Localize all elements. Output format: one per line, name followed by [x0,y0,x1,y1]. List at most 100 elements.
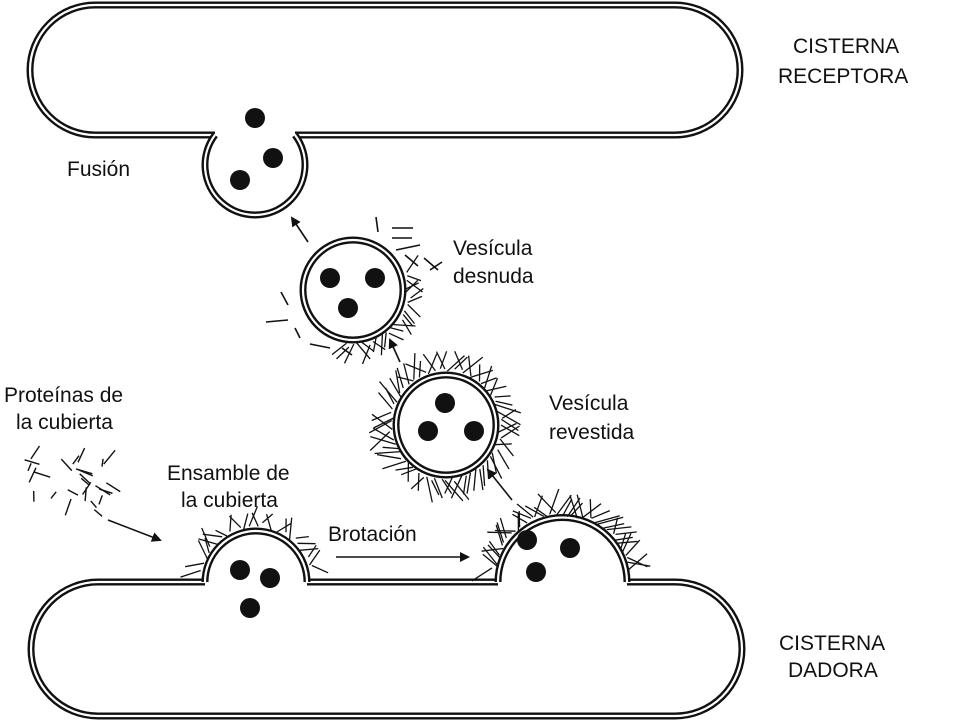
coat-bristle [512,510,532,519]
coat-bristle [355,341,371,360]
coat-bristle [501,409,517,419]
coat-bristle [215,529,228,537]
coat-bristle [482,465,486,486]
coated-vesicle [392,371,500,479]
coat-protein [33,471,51,478]
coat-bristle [242,513,249,530]
coat-bristle [453,480,470,501]
coat-bristle [485,385,507,392]
coat-assembly-bristles [180,506,329,578]
coat-bristle [390,327,404,332]
coat-bristle [512,513,528,524]
coat-bristle [446,355,465,372]
coat-protein [64,498,72,516]
coat-bristle [422,353,436,372]
coat-bristle [626,553,648,572]
coat-bristle [480,377,497,385]
coat-bristle [410,476,425,490]
coat-bristle [495,524,504,546]
coat-bristle [407,295,423,303]
coat-bristle [331,342,347,356]
coat-bristle [497,449,510,470]
coat-bristle [403,310,416,325]
coat-bristle [307,544,317,558]
coat-bristle [426,476,433,503]
cargo-dot [418,421,438,441]
coat-protein [67,489,79,496]
coat-bristle [393,323,416,327]
coat-bristle [413,353,416,380]
coat-bristle [576,494,584,519]
coat-bristle [435,351,446,370]
arrow-to-fusion [290,216,309,243]
cargo-dot [517,530,537,550]
coat-bristle [373,416,395,429]
coat-bristle [500,418,519,432]
label-proteinas-1: Proteínas de [4,384,123,407]
coat-bristle [382,446,400,450]
coat-bristle [410,287,424,299]
coat-bristle [621,533,632,554]
coat-bristle [471,567,493,582]
coat-bristle [570,502,583,517]
coat-bristle [400,468,418,476]
label-dadora-1: CISTERNA [779,632,885,655]
coat-bristle [500,424,520,437]
coat-bristle [495,400,513,406]
coat-bristle [454,356,468,370]
coat-protein [27,463,32,472]
coat-bristle [431,480,440,496]
coat-bristle [494,443,512,446]
coat-bristle [589,499,592,518]
cargo-dot [260,568,280,588]
coat-bristle [468,369,493,379]
coat-bristle [487,544,501,559]
dadora-cisterna [27,514,746,720]
coat-bristle [483,365,493,389]
cargo-dot [240,598,260,618]
coat-bristle [615,531,637,536]
coat-protein [77,447,86,463]
coat-bristle [276,522,292,533]
cargo-dot [464,421,484,441]
coat-bristle [374,450,401,455]
coat-bristle [619,533,627,550]
coat-bristle [336,346,350,360]
coat-bristle [482,546,498,565]
coat-bristle [561,498,573,517]
label-desnuda-2: desnuda [453,265,534,288]
coat-bristle [555,494,572,517]
coat-bristle [401,319,412,335]
label-receptora-2: RECEPTORA [778,65,908,88]
coat-bristle [406,279,423,293]
arrow-to-revestida [486,468,513,501]
coat-bristle [402,314,414,327]
coat-bristle [462,475,467,495]
coat-bristle [376,453,402,460]
coat-bristle [371,411,392,422]
coat-protein [78,469,94,477]
coat-bristle [403,363,410,385]
coat-bristle [417,472,420,491]
coat-bristle [596,516,624,526]
coat-bristle [489,377,499,396]
coat-bristle [487,531,512,534]
cargo-dot [320,268,340,288]
coat-bristle [533,506,548,518]
coat-bristle [488,540,500,556]
coat-bristle [537,493,557,514]
coat-bristle [569,495,578,519]
coat-bristle [494,395,511,398]
cargo-dot [365,268,385,288]
coat-protein [30,445,41,460]
coat-bristle [405,363,427,373]
coat-bristle [370,435,396,445]
coat-bristle [202,533,223,538]
coat-protein [50,491,57,499]
receptora-cisterna [26,1,744,139]
label-revestida-2: revestida [549,421,635,444]
coat-bristle [369,431,391,451]
coat-protein [103,449,116,465]
coat-bristle [395,466,414,471]
fusing-vesicle [201,108,309,219]
